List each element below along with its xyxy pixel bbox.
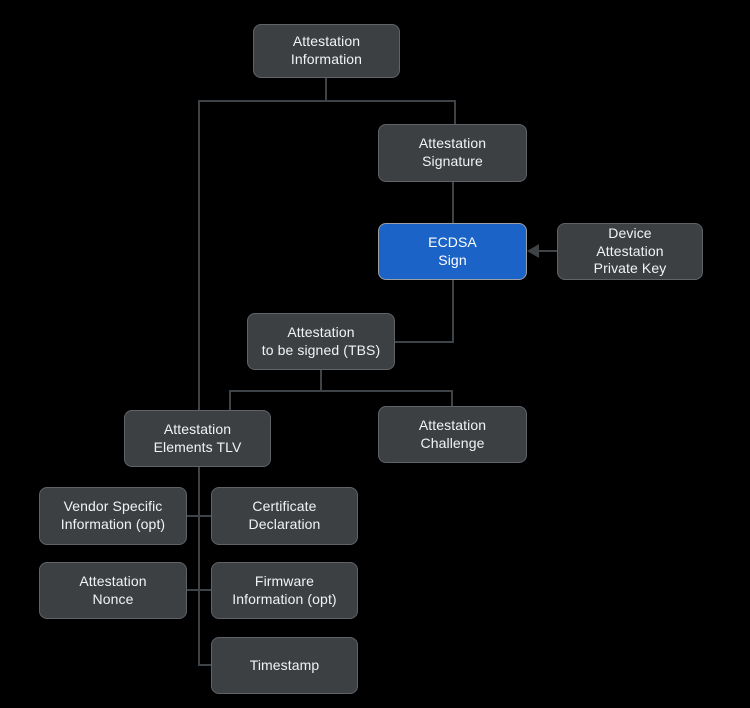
node-firmware-information: Firmware Information (opt) xyxy=(211,562,358,619)
connector-signature-to-ecdsa xyxy=(452,181,454,224)
connector-left-rail xyxy=(198,100,200,666)
connector-ecdsa-down xyxy=(452,279,454,343)
node-attestation-challenge: Attestation Challenge xyxy=(378,406,527,463)
node-ecdsa-sign: ECDSA Sign xyxy=(378,223,527,280)
connector-to-challenge xyxy=(451,390,453,407)
connector-to-timestamp xyxy=(198,664,212,666)
connector-tbs-down xyxy=(320,369,322,391)
connector-stub-row1 xyxy=(186,515,212,517)
connector-ecdsa-to-tbs xyxy=(395,341,454,343)
node-attestation-nonce: Attestation Nonce xyxy=(39,562,187,619)
node-attestation-information: Attestation Information xyxy=(253,24,400,78)
connector-to-elements-tlv xyxy=(229,390,231,411)
node-device-attestation-private-key: Device Attestation Private Key xyxy=(557,223,703,280)
connector-stub-row2 xyxy=(186,589,212,591)
node-vendor-specific-information: Vendor Specific Information (opt) xyxy=(39,487,187,545)
node-attestation-to-be-signed-tbs: Attestation to be signed (TBS) xyxy=(247,313,395,370)
node-attestation-elements-tlv: Attestation Elements TLV xyxy=(124,410,271,467)
node-certificate-declaration: Certificate Declaration xyxy=(211,487,358,545)
connector-to-signature xyxy=(454,100,456,125)
arrow-device-key-to-ecdsa-line xyxy=(538,250,558,252)
arrow-device-key-to-ecdsa-head xyxy=(527,244,539,258)
connector-info-split xyxy=(198,100,456,102)
connector-info-down xyxy=(325,78,327,102)
node-timestamp: Timestamp xyxy=(211,637,358,694)
node-attestation-signature: Attestation Signature xyxy=(378,124,527,182)
connector-tbs-split xyxy=(229,390,453,392)
